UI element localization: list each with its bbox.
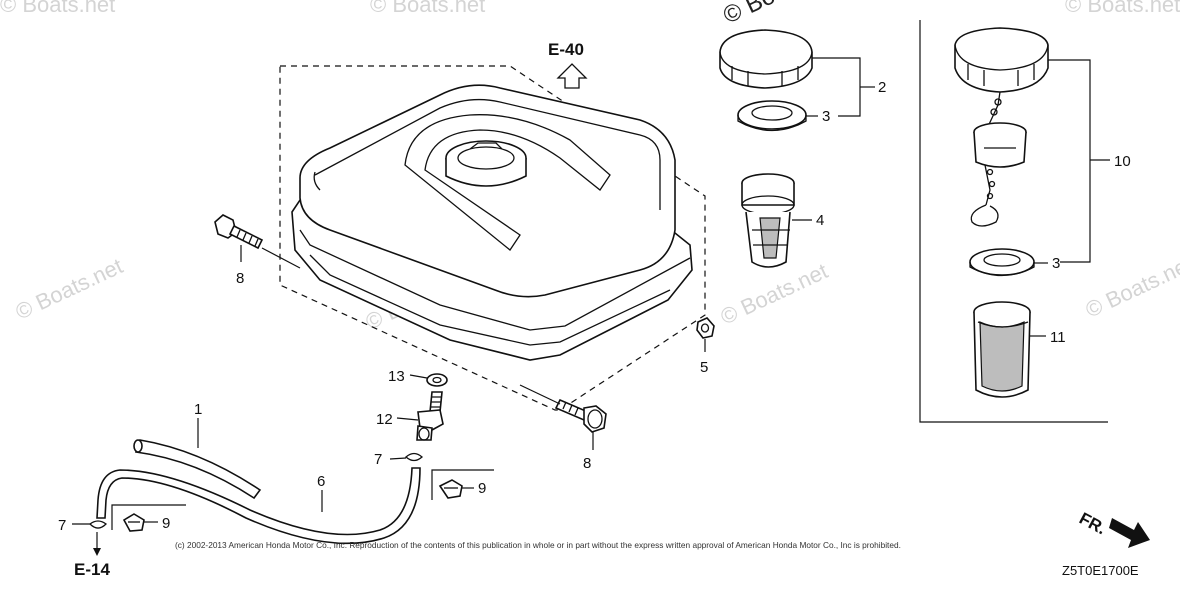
callout-9[interactable]: 9 [478, 480, 486, 497]
hose-short [133, 439, 262, 500]
clamp [122, 513, 145, 532]
callout-12[interactable]: 12 [376, 411, 393, 428]
callout-13[interactable]: 13 [388, 368, 405, 385]
callout-9[interactable]: 9 [162, 515, 170, 532]
hose-clip [89, 520, 107, 529]
front-marker-label: FR. [1076, 509, 1109, 539]
watermark: © Boats.net [1065, 0, 1180, 17]
fuel-tank [291, 84, 693, 361]
tank-boundary [279, 65, 706, 411]
strainer-mesh [973, 301, 1031, 398]
hose-clip [405, 452, 423, 462]
callout-7[interactable]: 7 [58, 517, 66, 534]
callout-2[interactable]: 2 [878, 79, 886, 96]
gasket [737, 100, 807, 132]
gasket [969, 248, 1035, 277]
ref-e14[interactable]: E-14 [74, 560, 110, 579]
callout-11[interactable]: 11 [1050, 329, 1066, 346]
callout-6[interactable]: 6 [317, 473, 325, 490]
bolt-left [214, 214, 264, 250]
strainer [741, 173, 795, 268]
copyright-notice: (c) 2002-2013 American Honda Motor Co., … [175, 540, 901, 550]
watermark: © Boats.net [12, 253, 127, 324]
washer [426, 373, 448, 387]
fuel-cap-tethered [954, 27, 1049, 93]
watermark-dark: © Boats.net [719, 0, 845, 29]
front-arrow-icon [1109, 518, 1150, 548]
options-panel [919, 20, 1108, 423]
callout-8[interactable]: 8 [583, 455, 591, 472]
callout-1[interactable]: 1 [194, 401, 202, 418]
watermark: © Boats.net [0, 0, 115, 17]
watermark: © Boats.net [717, 258, 832, 329]
clip-loop [970, 204, 999, 227]
ref-e40[interactable]: E-40 [548, 40, 584, 59]
callout-7[interactable]: 7 [374, 451, 382, 468]
fuel-valve [416, 391, 444, 441]
callout-5[interactable]: 5 [700, 359, 708, 376]
down-arrow-icon [93, 548, 101, 556]
nut [696, 317, 715, 339]
hose-long [96, 467, 421, 545]
callout-3[interactable]: 3 [822, 108, 830, 125]
retainer-ring [973, 122, 1027, 168]
bolt-bottom [554, 398, 607, 433]
callout-4[interactable]: 4 [816, 212, 824, 229]
watermark: © Boats.net [1082, 251, 1180, 322]
fuel-cap [719, 29, 813, 89]
callout-10[interactable]: 10 [1114, 153, 1131, 170]
up-arrow-icon [556, 63, 588, 89]
diagram-code: Z5T0E1700E [1062, 563, 1139, 578]
clamp [438, 479, 463, 499]
callout-8[interactable]: 8 [236, 270, 244, 287]
callout-3[interactable]: 3 [1052, 255, 1060, 272]
watermark: © Boats.net [370, 0, 485, 17]
